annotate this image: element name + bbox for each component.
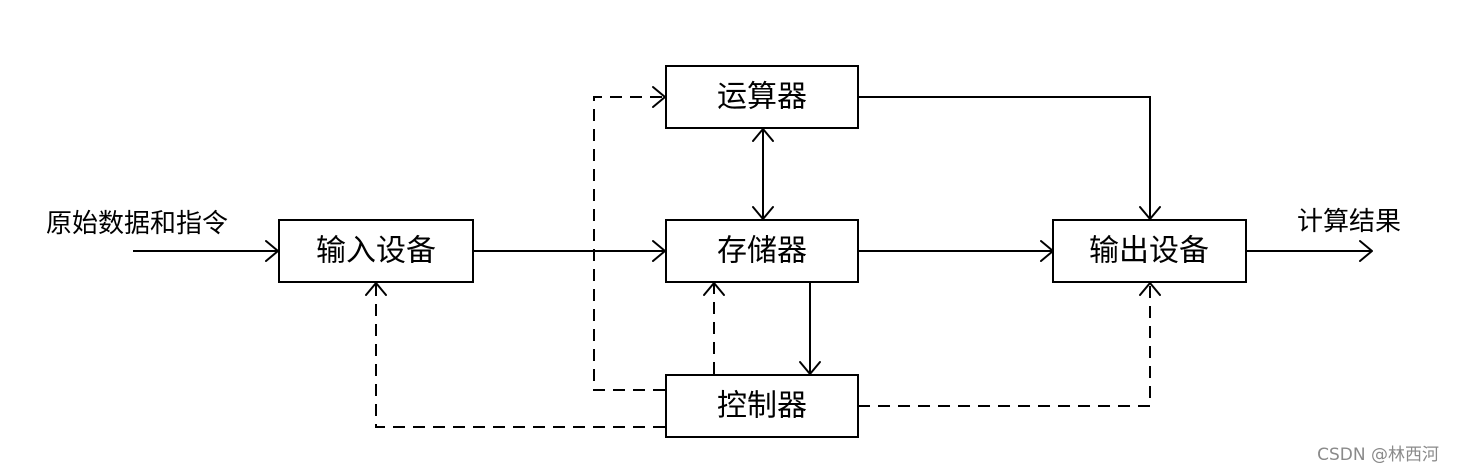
memory-label: 存储器 [717, 234, 807, 269]
output-arrow-head [1359, 240, 1373, 262]
alu-to-output-line [858, 96, 1151, 219]
alu-block: 运算器 [665, 65, 859, 129]
controller-to-input-dashed-line [375, 283, 665, 428]
input-device-block: 输入设备 [278, 219, 474, 283]
output-label: 计算结果 [1297, 207, 1401, 237]
watermark: CSDN @林西河 [1317, 445, 1439, 465]
input-label: 原始数据和指令 [46, 209, 228, 239]
output-device-label: 输出设备 [1089, 234, 1209, 269]
input-device-label: 输入设备 [316, 234, 436, 269]
output-device-block: 输出设备 [1052, 219, 1247, 283]
controller-to-alu-dashed-line [593, 96, 665, 391]
memory-block: 存储器 [665, 219, 859, 283]
controller-block: 控制器 [665, 374, 859, 438]
controller-label: 控制器 [717, 389, 807, 424]
controller-to-output-dashed-line [858, 283, 1151, 407]
alu-label: 运算器 [717, 80, 807, 115]
